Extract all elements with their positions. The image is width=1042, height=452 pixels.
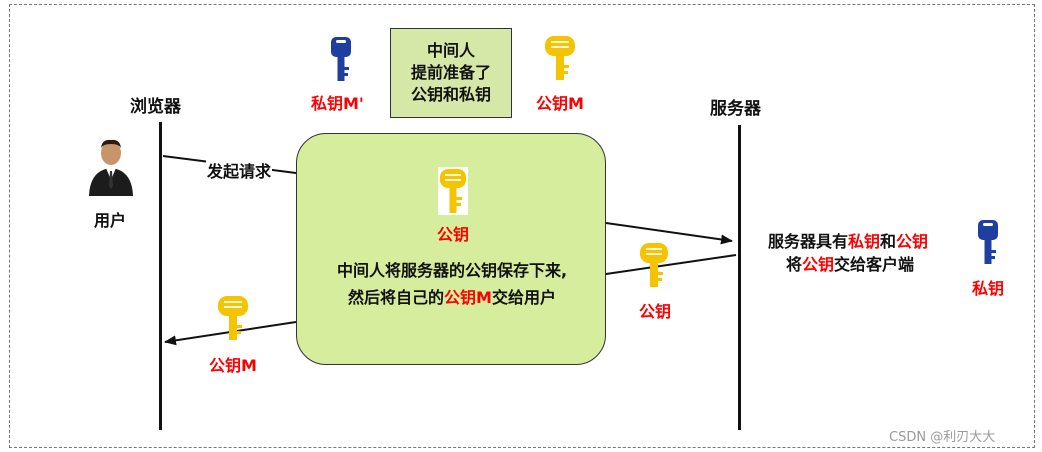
server-private-key-label: 私钥	[972, 279, 1005, 298]
attacker-public-key-label: 公钥M	[536, 94, 584, 113]
server-note-line1: 服务器具有私钥和公钥	[768, 228, 928, 252]
server-note-line2: 将公钥交给客户端	[786, 251, 914, 275]
server-note2-key: 公钥	[802, 255, 835, 274]
fake-key-label: 公钥M	[209, 356, 257, 375]
attacker-prep-line1: 中间人	[426, 41, 475, 60]
server-note-public: 公钥	[896, 232, 929, 251]
user-label: 用户	[94, 211, 127, 230]
gold-key-icon	[438, 167, 468, 215]
mitm-key-label: 公钥	[437, 225, 470, 244]
gold-key-icon	[218, 296, 248, 340]
forward-request-arrow	[605, 222, 733, 245]
user-avatar-icon	[89, 139, 133, 196]
server-public-key-label: 公钥	[639, 302, 672, 321]
server-note-and: 和	[880, 232, 897, 251]
attacker-prep-line3: 公钥和私钥	[410, 85, 491, 104]
attacker-prep-box: 中间人 提前准备了 公钥和私钥	[390, 28, 512, 118]
attacker-private-key-label: 私钥M'	[311, 94, 364, 113]
blue-key-icon	[978, 220, 998, 264]
browser-label: 浏览器	[130, 97, 181, 117]
mitm-desc-post: 交给用户	[491, 288, 556, 307]
blue-key-icon	[331, 37, 351, 81]
server-note-pre: 服务器具有	[768, 232, 849, 251]
watermark: CSDN @利刃大大	[889, 430, 996, 445]
mitm-box: 公钥 中间人将服务器的公钥保存下来, 然后将自己的公钥M交给用户	[296, 133, 606, 365]
mitm-description-line2: 然后将自己的公钥M交给用户	[297, 284, 607, 308]
gold-key-icon	[545, 36, 575, 80]
server-note2-pre: 将	[786, 255, 803, 274]
server-note-private: 私钥	[848, 232, 881, 251]
request-label: 发起请求	[206, 158, 273, 182]
server-note2-post: 交给客户端	[834, 255, 915, 274]
mitm-desc-pre: 然后将自己的	[348, 288, 445, 307]
server-lifeline	[738, 125, 741, 430]
attacker-prep-line2: 提前准备了	[410, 63, 491, 82]
diagram-frame	[9, 4, 1035, 448]
server-public-key-arrow	[605, 254, 737, 275]
server-label: 服务器	[710, 99, 761, 119]
browser-lifeline	[159, 122, 162, 430]
gold-key-icon	[640, 243, 668, 287]
mitm-description-line1: 中间人将服务器的公钥保存下来,	[336, 261, 568, 280]
mitm-desc-key: 公钥M	[444, 288, 492, 307]
